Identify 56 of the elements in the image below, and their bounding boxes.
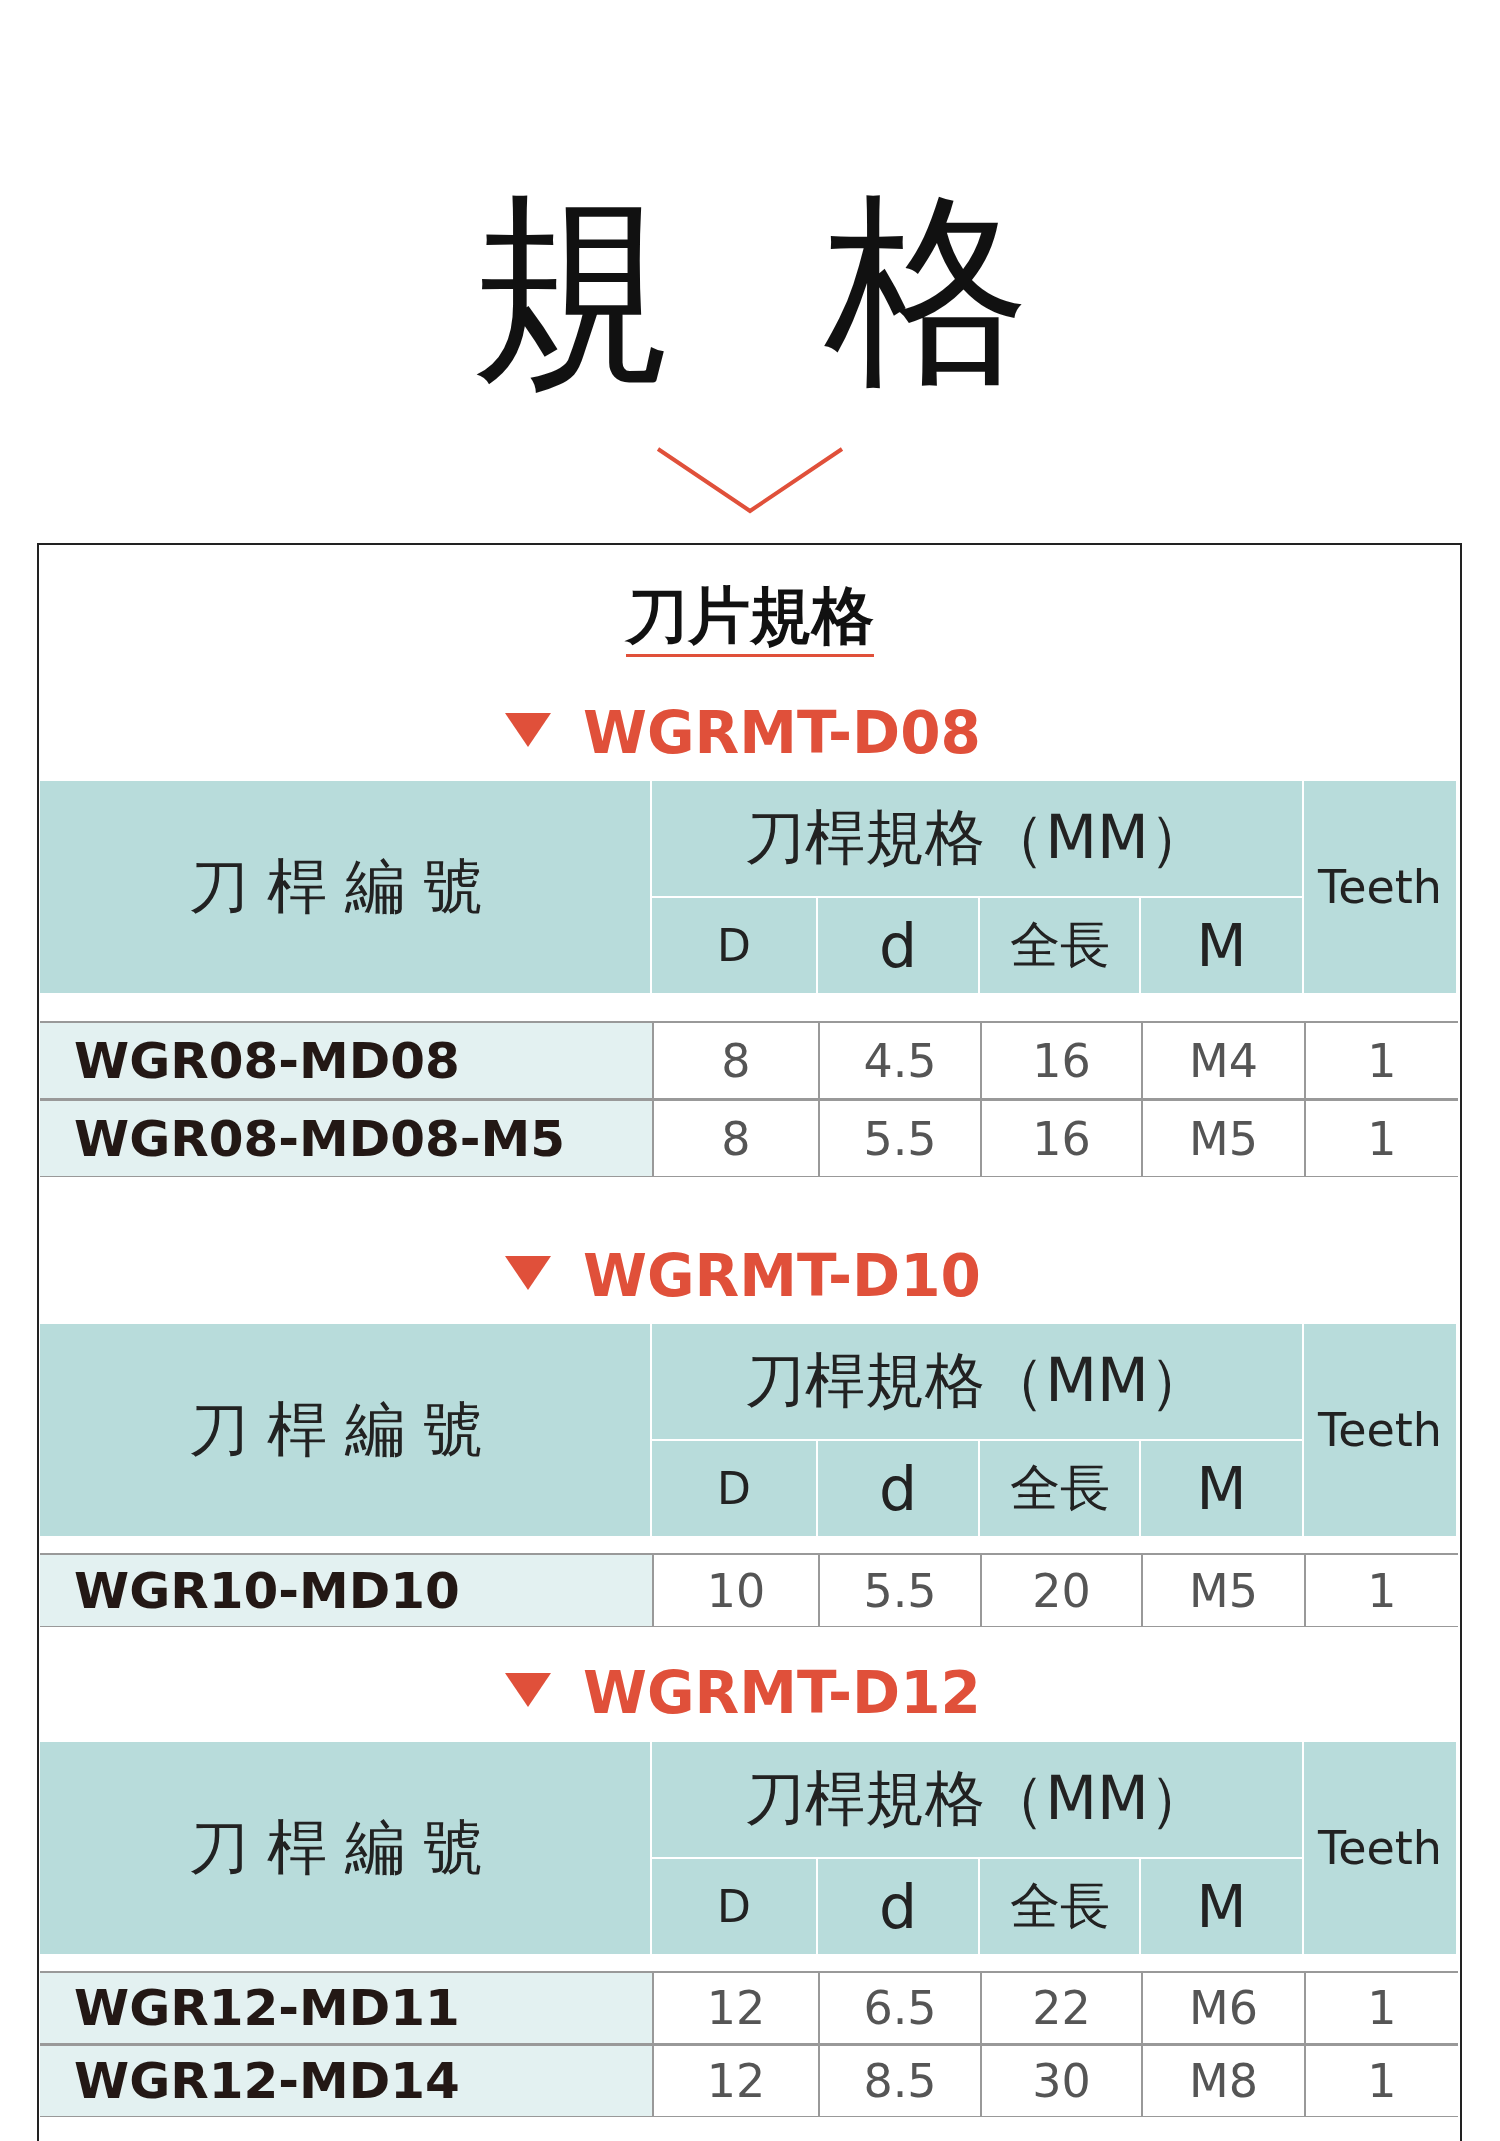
table-header-cell: d — [818, 1441, 980, 1538]
table-title: 刀片規格 — [626, 578, 874, 657]
table-header-cell: M — [1141, 898, 1304, 995]
table-cell: 8 — [652, 1099, 818, 1177]
table-header-cell: 刀桿編號 — [40, 1324, 652, 1538]
table-header-cell: D — [652, 1859, 818, 1956]
table-header-cell: 全長 — [980, 898, 1141, 995]
page-title: 規格 — [469, 175, 1181, 405]
table-header-cell: 全長 — [980, 1859, 1141, 1956]
table-header-cell: d — [818, 898, 980, 995]
table-cell: M5 — [1141, 1553, 1304, 1627]
table-cell: M8 — [1141, 2044, 1304, 2117]
table-cell: 4.5 — [818, 1021, 980, 1099]
table-cell: 1 — [1304, 1099, 1458, 1177]
table-header-cell: 刀桿編號 — [40, 1742, 652, 1956]
table-header-cell: 全長 — [980, 1441, 1141, 1538]
table-header-cell: D — [652, 1441, 818, 1538]
part-number-cell: WGR12-MD11 — [40, 1971, 652, 2044]
table-cell: M5 — [1141, 1099, 1304, 1177]
section-heading: WGRMT-D08 — [583, 698, 981, 768]
table-cell: 12 — [652, 1971, 818, 2044]
table-cell: 1 — [1304, 1971, 1458, 2044]
table-cell: 16 — [980, 1099, 1141, 1177]
part-number-cell: WGR08-MD08-M5 — [40, 1099, 652, 1177]
section-heading: WGRMT-D10 — [583, 1241, 981, 1311]
table-header-cell: 刀桿編號 — [40, 781, 652, 995]
table-cell: 30 — [980, 2044, 1141, 2117]
table-header-cell: Teeth — [1304, 781, 1458, 995]
table-header-cell: 刀桿規格（MM） — [652, 781, 1304, 898]
table-header-cell: 刀桿規格（MM） — [652, 1324, 1304, 1441]
table-cell: 12 — [652, 2044, 818, 2117]
table-cell: M4 — [1141, 1021, 1304, 1099]
part-number-cell: WGR10-MD10 — [40, 1553, 652, 1627]
table-cell: 20 — [980, 1553, 1141, 1627]
table-cell: 1 — [1304, 1021, 1458, 1099]
table-header-cell: d — [818, 1859, 980, 1956]
part-number-cell: WGR12-MD14 — [40, 2044, 652, 2117]
section-heading: WGRMT-D12 — [583, 1658, 981, 1728]
part-number-cell: WGR08-MD08 — [40, 1021, 652, 1099]
table-cell: 1 — [1304, 1553, 1458, 1627]
table-cell: 8 — [652, 1021, 818, 1099]
table-cell: 5.5 — [818, 1099, 980, 1177]
table-cell: 5.5 — [818, 1553, 980, 1627]
table-cell: 22 — [980, 1971, 1141, 2044]
table-header-cell: M — [1141, 1441, 1304, 1538]
table-header-cell: 刀桿規格（MM） — [652, 1742, 1304, 1859]
table-header-cell: D — [652, 898, 818, 995]
table-cell: 6.5 — [818, 1971, 980, 2044]
table-cell: 8.5 — [818, 2044, 980, 2117]
table-header-cell: Teeth — [1304, 1742, 1458, 1956]
table-header-cell: M — [1141, 1859, 1304, 1956]
table-cell: M6 — [1141, 1971, 1304, 2044]
table-cell: 1 — [1304, 2044, 1458, 2117]
table-cell: 16 — [980, 1021, 1141, 1099]
table-cell: 10 — [652, 1553, 818, 1627]
table-header-cell: Teeth — [1304, 1324, 1458, 1538]
